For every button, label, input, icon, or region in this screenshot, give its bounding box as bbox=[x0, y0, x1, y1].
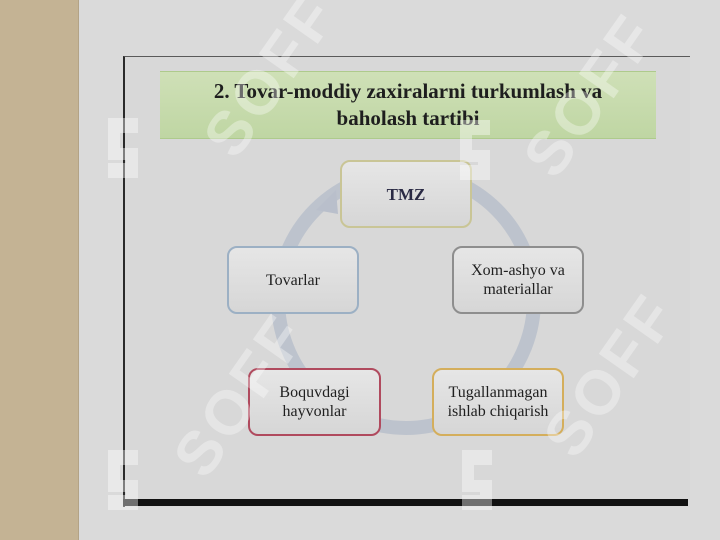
slide-bottom-bar bbox=[123, 499, 688, 506]
cycle-node-goods-label: Tovarlar bbox=[266, 271, 320, 289]
cycle-node-work-in-progress-label: Tugallanmagan ishlab chiqarish bbox=[447, 384, 549, 420]
cycle-arrowhead bbox=[316, 190, 338, 214]
cycle-node-raw-materials: Xom-ashyo va materiallar bbox=[452, 246, 584, 314]
cycle-node-tmz-label: TMZ bbox=[386, 184, 426, 204]
left-border-strip bbox=[0, 0, 79, 540]
cycle-node-livestock: Boquvdagi hayvonlar bbox=[248, 368, 381, 436]
slide-title-box: 2. Tovar-moddiy zaxiralarni turkumlash v… bbox=[160, 71, 656, 139]
cycle-node-raw-materials-label: Xom-ashyo va materiallar bbox=[471, 262, 565, 298]
cycle-node-work-in-progress: Tugallanmagan ishlab chiqarish bbox=[432, 368, 564, 436]
slide-title: 2. Tovar-moddiy zaxiralarni turkumlash v… bbox=[213, 79, 603, 130]
cycle-node-livestock-label: Boquvdagi hayvonlar bbox=[279, 384, 350, 420]
cycle-node-goods: Tovarlar bbox=[227, 246, 359, 314]
cycle-node-tmz: TMZ bbox=[340, 160, 472, 228]
